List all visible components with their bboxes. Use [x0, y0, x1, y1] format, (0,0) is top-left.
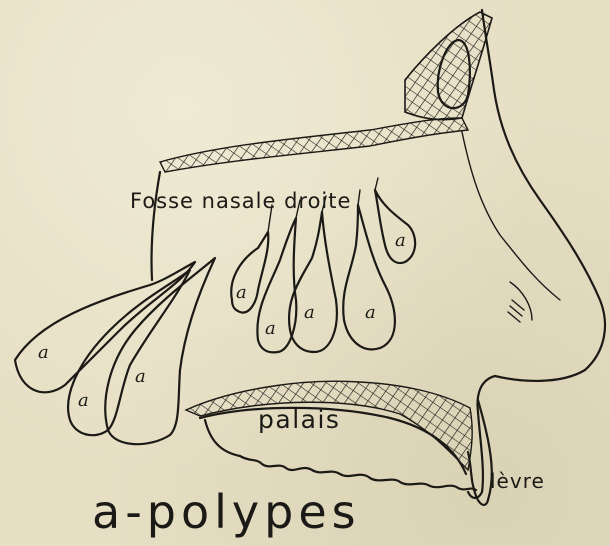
nasal-cavity-label: Fosse nasale droite	[130, 189, 351, 213]
polyp-8	[375, 190, 415, 263]
polyp-label: a	[236, 282, 247, 303]
lip-label: lèvre	[490, 469, 545, 493]
polyp-6	[289, 212, 337, 352]
polyp-label: a	[395, 230, 406, 251]
nasal-roof-hatch	[160, 118, 468, 172]
polyp-3	[105, 258, 215, 444]
nose-profile-outline	[468, 10, 605, 498]
ala-shading	[508, 300, 524, 322]
polyp-label: a	[304, 302, 315, 323]
nasal-bone-hatch	[405, 12, 492, 120]
polyp-1	[15, 262, 195, 392]
polyp-label: a	[365, 302, 376, 323]
polyp-7	[343, 205, 395, 349]
vestibule-line	[462, 132, 560, 300]
polyp-label: a	[265, 318, 276, 339]
polyp-label: a	[78, 390, 89, 411]
legend-caption: a-polypes	[92, 485, 361, 539]
polyp-label: a	[135, 366, 146, 387]
palate-label: palais	[258, 405, 340, 434]
polyp-label: a	[38, 342, 49, 363]
